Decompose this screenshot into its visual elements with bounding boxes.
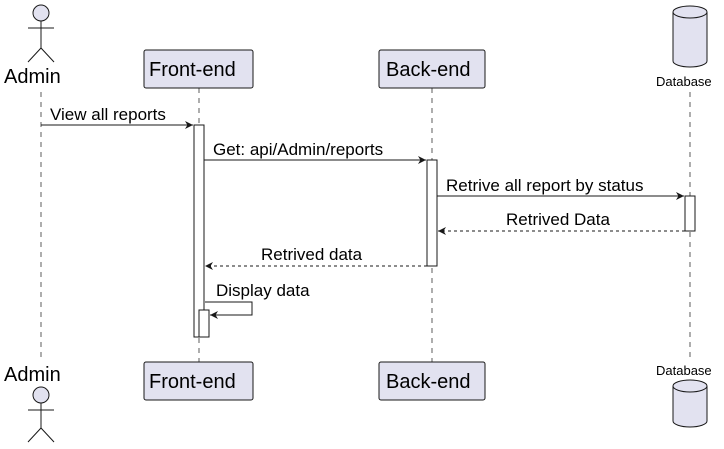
actor-admin-bottom: Admin [4,364,61,443]
participant-label-backend-top: Back-end [386,59,471,81]
participant-database-bottom: Database [656,363,712,428]
participant-label-database-bottom: Database [656,363,712,378]
actor-head [32,4,50,22]
actor-admin-top: Admin [4,4,61,88]
activation-database [684,195,696,232]
participant-database-top: Database [656,5,712,89]
message-get-reports: Get: api/Admin/reports [204,140,426,164]
message-display-data: Display data [205,281,310,319]
message-label: Retrived Data [506,210,610,229]
actor-head [32,386,50,404]
message-label: Retrived data [261,245,363,264]
message-view-all-reports: View all reports [41,105,193,129]
message-label: Display data [216,281,310,300]
participant-label-admin-top: Admin [4,66,61,88]
participant-label-database-top: Database [656,74,712,89]
message-label: Get: api/Admin/reports [213,140,383,159]
message-label: Retrive all report by status [446,176,643,195]
participant-label-frontend-top: Front-end [149,59,236,81]
participant-backend-top: Back-end [378,49,486,89]
activation-frontend-self [198,309,210,338]
participant-backend-bottom: Back-end [378,361,486,401]
database-icon [672,379,708,428]
message-label: View all reports [50,105,166,124]
activation-frontend [193,124,205,338]
message-retrive-reports: Retrive all report by status [437,176,684,200]
message-retrived-data-db: Retrived Data [438,210,685,235]
message-retrived-data-backend: Retrived data [205,245,427,270]
participant-label-admin-bottom: Admin [4,364,61,386]
activation-backend [426,159,438,267]
participant-label-backend-bottom: Back-end [386,371,471,393]
participant-label-frontend-bottom: Front-end [149,371,236,393]
database-icon [672,5,708,68]
participant-frontend-top: Front-end [143,49,254,89]
participant-frontend-bottom: Front-end [143,361,254,401]
